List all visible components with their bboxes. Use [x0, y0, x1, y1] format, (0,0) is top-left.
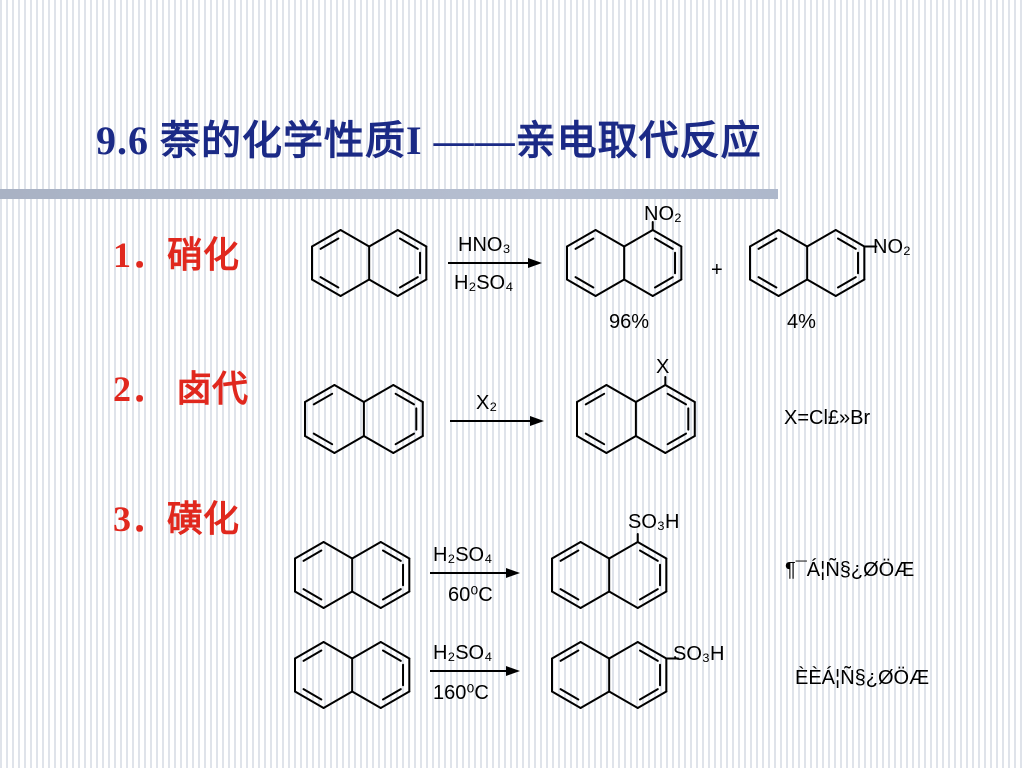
kinetic-control-note: ¶¯Á¦Ñ§¿ØÖÆ — [785, 559, 915, 581]
reagent-h2so4-60c: H₂SO₄ — [433, 544, 493, 566]
substituent-no2-beta: NO₂ — [873, 236, 911, 258]
condition-60c: 60⁰C — [448, 584, 493, 606]
thermodynamic-control-note: ÈÈÁ¦Ñ§¿ØÖÆ — [795, 667, 930, 689]
section-label-halogenation: 2． 卤代 — [113, 369, 249, 409]
substituent-no2-alpha: NO₂ — [644, 203, 682, 225]
beta-nitronaphthalene — [749, 229, 878, 297]
beta-naphthalenesulfonic-acid — [551, 641, 680, 709]
reaction-arrow-halogenation — [450, 416, 544, 426]
reagent-x2: X₂ — [476, 392, 498, 414]
reaction-arrow-sulfonation-60c — [430, 568, 520, 578]
substituent-so3h-alpha: SO₃H — [628, 511, 680, 533]
yield-alpha: 96% — [609, 311, 650, 333]
title-divider — [0, 189, 778, 199]
section-label-sulfonation: 3．磺化 — [113, 499, 240, 539]
halogen-note: X=Cl£»Br — [784, 407, 871, 429]
reagent-h2so4-160c: H₂SO₄ — [433, 642, 493, 664]
naphthalene-reactant-halogenation — [304, 384, 424, 454]
plus-sign: + — [711, 259, 723, 281]
reaction-arrow-sulfonation-160c — [430, 666, 520, 676]
alpha-halonaphthalene — [576, 376, 696, 454]
reaction-arrow-nitration — [448, 258, 542, 268]
naphthalene-reactant-sulfonation-60c — [294, 541, 411, 609]
substituent-so3h-beta: SO₃H — [673, 643, 725, 665]
yield-beta: 4% — [787, 311, 816, 333]
reagent-h2so4: H₂SO₄ — [454, 272, 514, 294]
section-label-nitration: 1．硝化 — [113, 235, 240, 275]
naphthalene-reactant-nitration — [311, 229, 428, 297]
reagent-hno3: HNO₃ — [458, 234, 511, 256]
slide-title: 9.6 萘的化学性质I ——亲电取代反应 — [96, 118, 762, 163]
substituent-x-alpha: X — [656, 356, 670, 378]
alpha-nitronaphthalene — [566, 221, 683, 297]
condition-160c: 160⁰C — [433, 682, 489, 704]
naphthalene-reactant-sulfonation-160c — [294, 641, 411, 709]
alpha-naphthalenesulfonic-acid — [551, 533, 668, 609]
